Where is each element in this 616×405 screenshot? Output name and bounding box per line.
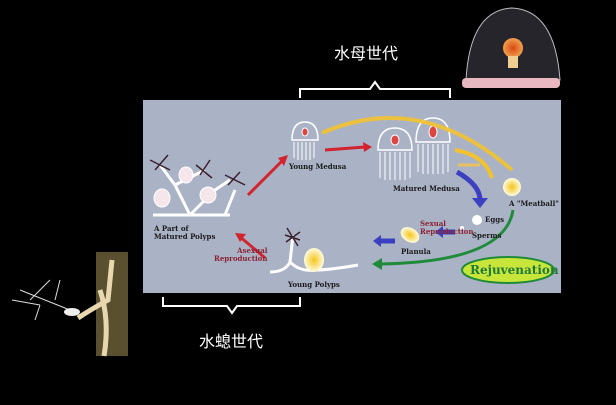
young-medusa-label: Young Medusa — [289, 162, 347, 171]
asexual-label-line1: Asexual — [237, 246, 268, 255]
asexual-label-line2: Reproduction — [214, 254, 268, 263]
eggs-label: Eggs — [485, 215, 505, 224]
arrowhead — [235, 233, 246, 242]
immortal-jellyfish-photo — [462, 7, 561, 88]
planula-illustration — [400, 227, 420, 243]
polyp-generation-heading: 水螅世代 — [199, 332, 264, 351]
sperms-label: Sperms — [472, 231, 502, 240]
arrow-medusa-to-eggs — [455, 169, 483, 201]
arrowhead — [363, 142, 372, 152]
arrow-young-to-matured-medusa — [324, 145, 366, 152]
meatball-label: A "Meatball" — [509, 199, 559, 208]
polyp-bracket — [162, 297, 301, 315]
arrow-rejuvenation — [379, 209, 515, 266]
hydroid-polyp-photo — [11, 252, 128, 357]
arrowhead — [278, 155, 288, 166]
young-polyps-label: Young Polyps — [288, 280, 340, 289]
planula-label: Planula — [401, 247, 431, 256]
egg-illustration — [472, 215, 482, 225]
arrow-young-medusa-to-meatball — [321, 116, 514, 172]
arrowhead — [472, 198, 488, 208]
arrow-matured-medusa-to-meatball — [454, 148, 494, 179]
sexual-label-line1: Sexual — [420, 219, 446, 228]
polyps-label-line2: Matured Polyps — [154, 232, 216, 241]
meatball-illustration — [503, 178, 521, 196]
young-polyps-illustration — [269, 227, 359, 274]
polyps-label-line1: A Part of — [154, 224, 189, 233]
young-medusa-illustration — [291, 121, 319, 160]
matured-medusa-label: Matured Medusa — [393, 184, 460, 193]
arrow-polyps-to-young-medusa — [246, 158, 285, 197]
medusa-bracket — [299, 80, 451, 98]
arrowhead — [373, 235, 381, 247]
rejuvenation-label: Rejuvenation — [470, 263, 559, 277]
sexual-label-line2: Reproduction — [420, 227, 474, 236]
sperm-illustration — [460, 226, 464, 230]
rejuvenation-badge — [461, 256, 555, 284]
arrowhead — [435, 226, 443, 238]
medusa-generation-heading: 水母世代 — [334, 44, 399, 63]
matured-polyps-illustration — [149, 154, 246, 217]
arrowhead — [372, 258, 382, 270]
